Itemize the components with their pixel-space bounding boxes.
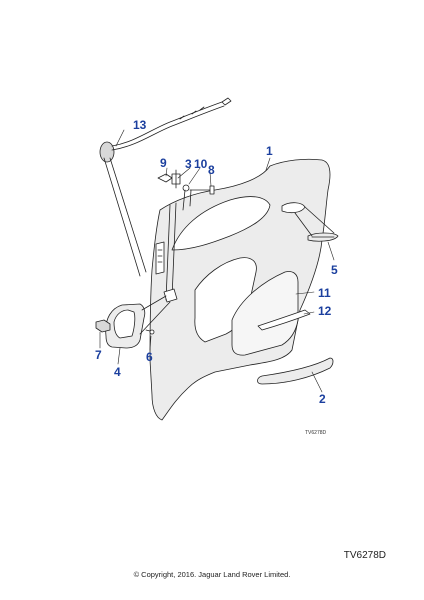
diagram-reference-code: TV6278D <box>305 430 327 436</box>
part-13-harness <box>99 97 232 277</box>
callout-3: 3 <box>185 157 192 171</box>
callout-5: 5 <box>331 263 338 277</box>
callout-10: 10 <box>194 157 208 171</box>
part-4-access-cover <box>105 295 171 349</box>
part-1-quarter-trim-panel <box>149 158 331 421</box>
callout-labels: 13 9 3 10 8 1 5 11 12 2 7 6 4 TV6278D <box>95 118 338 436</box>
callout-12: 12 <box>318 304 332 318</box>
callout-1: 1 <box>266 144 273 158</box>
figure-code: TV6278D <box>343 550 386 561</box>
part-11-insert-panel <box>231 271 299 356</box>
part-2-sill-trim <box>257 357 334 385</box>
part-6-screw <box>145 329 155 335</box>
callout-4: 4 <box>114 365 121 379</box>
callout-8: 8 <box>208 163 215 177</box>
part-12-tray <box>257 309 311 331</box>
callout-7: 7 <box>95 348 102 362</box>
parts-fasteners-top <box>157 169 215 211</box>
callout-11: 11 <box>318 286 331 300</box>
callout-9: 9 <box>160 156 167 170</box>
callout-2: 2 <box>319 392 326 406</box>
part-5-grille <box>294 206 339 242</box>
leader-lines <box>99 129 335 393</box>
callout-6: 6 <box>146 350 153 364</box>
copyright-notice: © Copyright, 2016. Jaguar Land Rover Lim… <box>133 570 291 579</box>
part-7-clip <box>95 319 111 333</box>
callout-13: 13 <box>133 118 147 132</box>
